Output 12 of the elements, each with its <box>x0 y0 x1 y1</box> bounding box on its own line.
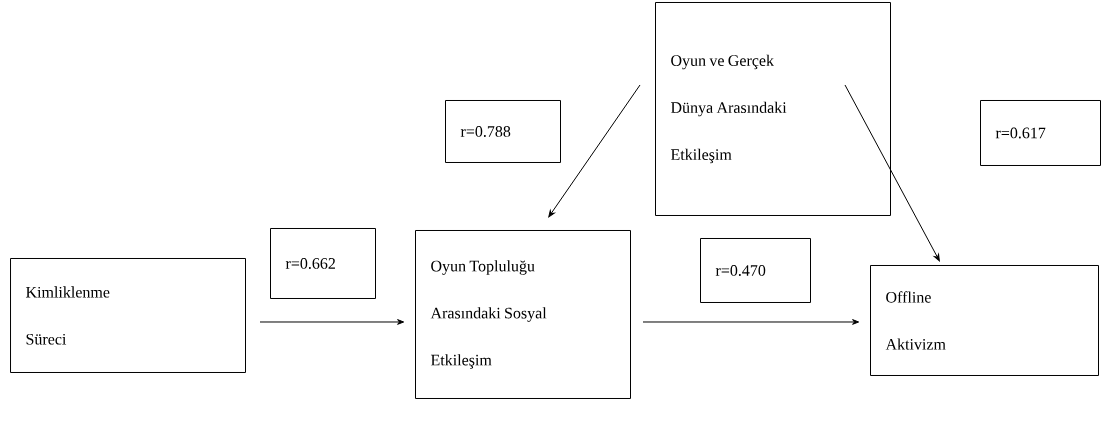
coefficient-box: r=0.788 <box>445 100 561 163</box>
arrow <box>548 84 641 218</box>
arrow <box>844 84 940 262</box>
arrow <box>259 319 405 325</box>
concept-box: Oyun Topluluğu Arasındaki Sosyal Etkileşim <box>415 230 631 399</box>
coefficient-box: r=0.662 <box>270 228 376 299</box>
coefficient-box: r=0.617 <box>980 100 1101 166</box>
concept-box: Kimliklenme Süreci <box>10 258 246 373</box>
concept-box: Offline Aktivizm <box>870 265 1099 376</box>
coefficient-box: r=0.470 <box>700 238 811 303</box>
concept-box: Oyun ve Gerçek Dünya Arasındaki Etkileşim <box>655 2 891 216</box>
arrow <box>642 319 860 325</box>
